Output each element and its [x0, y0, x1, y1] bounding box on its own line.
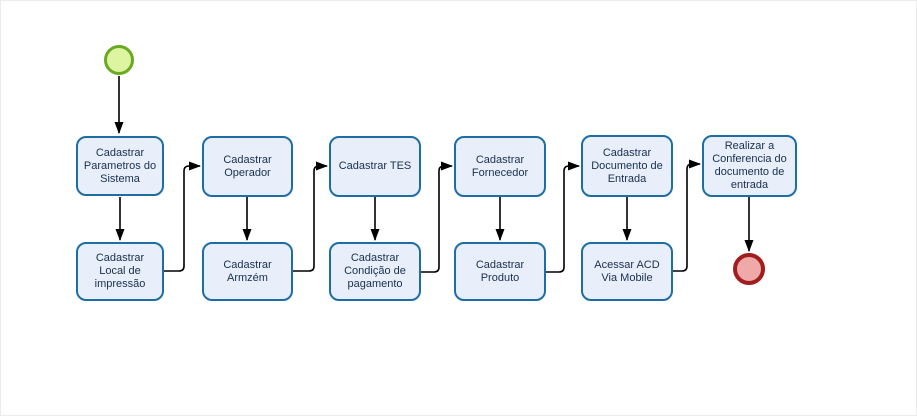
end-event-circle	[733, 253, 765, 285]
task-cadastrar-tes: Cadastrar TES	[329, 136, 421, 197]
task-cadastrar-documento-de-entrada: Cadastrar Documento de Entrada	[581, 135, 673, 197]
task-acessar-acd-via-mobile: Acessar ACD Via Mobile	[581, 242, 673, 301]
task-cadastrar-produto: Cadastrar Produto	[454, 242, 546, 301]
task-cadastrar-local-de-impressao: Cadastrar Local de impressão	[76, 242, 164, 301]
task-cadastrar-fornecedor: Cadastrar Fornecedor	[454, 136, 546, 197]
task-cadastrar-armzem: Cadastrar Armzém	[202, 242, 293, 301]
task-cadastrar-operador: Cadastrar Operador	[202, 136, 293, 197]
task-cadastrar-condicao-de-pagamento: Cadastrar Condição de pagamento	[329, 242, 421, 301]
task-realizar-conferencia-documento-entrada: Realizar a Conferencia do documento de e…	[702, 135, 797, 197]
connector-t2-to-t3	[164, 161, 201, 272]
connector-t10-to-t11	[673, 159, 701, 272]
connector-t8-to-t9	[546, 161, 580, 273]
start-event-circle	[104, 45, 134, 75]
task-cadastrar-parametros-do-sistema: Cadastrar Parametros do Sistema	[76, 136, 164, 196]
connector-t4-to-t5	[293, 161, 328, 272]
connector-t6-to-t7	[421, 161, 453, 273]
